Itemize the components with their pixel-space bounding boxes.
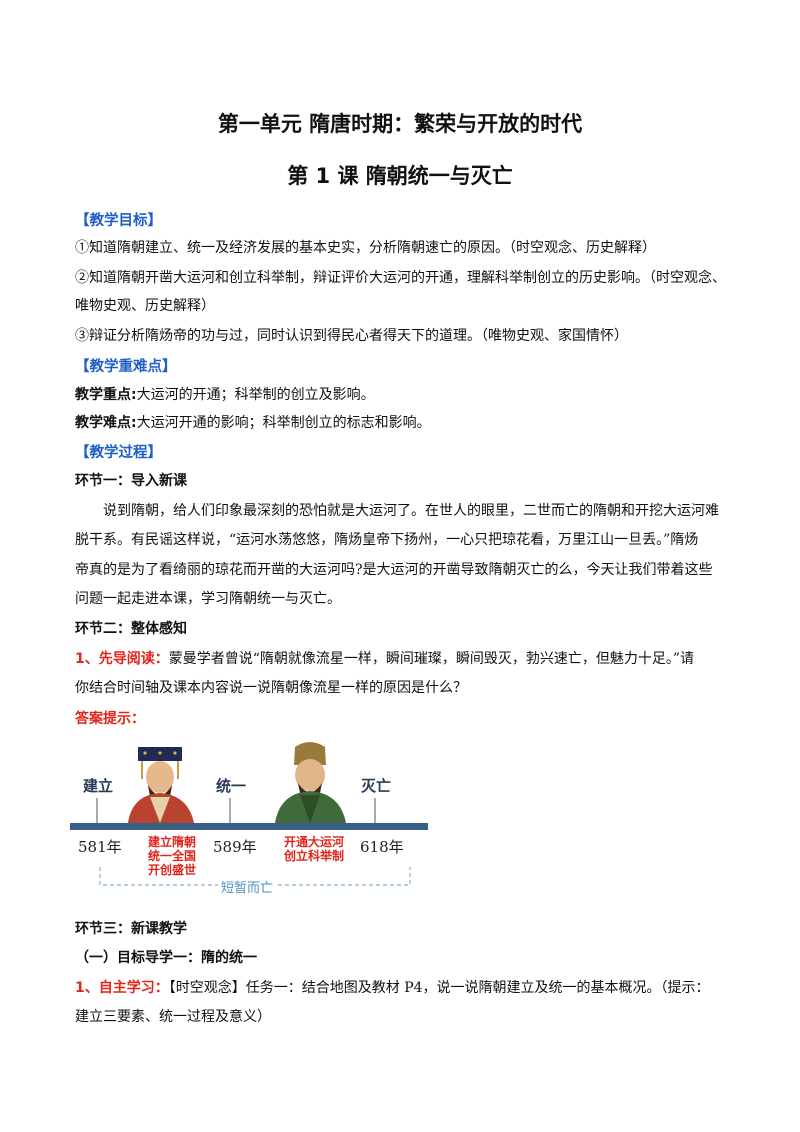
subsection-1-title: （一）目标导学一：隋的统一: [75, 950, 257, 966]
timeline-bracket: [99, 867, 411, 886]
event-found-line-3: 开创盛世: [147, 863, 196, 877]
timeline-year-589: 589年: [213, 838, 257, 856]
timeline-label-found: 建立: [83, 777, 114, 795]
timeline-year-618: 618年: [360, 838, 404, 856]
keypoints-heading: 【教学重难点】: [75, 359, 177, 375]
event-canal-line-2: 创立科举制: [283, 849, 344, 863]
goal-item-2: ②知道隋朝开凿大运河和创立科举制，辩证评价大运河的开通，理解科举制创立的历史影响…: [75, 270, 726, 286]
step2-title: 环节二：整体感知: [75, 621, 187, 637]
event-canal-line-1: 开通大运河: [283, 835, 344, 849]
intro-paragraph-line-1: 说到隋朝，给人们印象最深刻的恐怕就是大运河了。在世人的眼里，二世而亡的隋朝和开挖…: [103, 503, 719, 519]
unit-title: 第一单元 隋唐时期：繁荣与开放的时代: [217, 112, 583, 136]
goals-heading: 【教学目标】: [75, 213, 162, 229]
event-found-line-2: 统一全国: [147, 849, 196, 863]
timeline-graphic: [70, 742, 428, 886]
timeline-event-canal: 开通大运河 创立科举制: [278, 835, 350, 863]
self-study-label: 1、自主学习：: [75, 980, 169, 996]
key-point-label: 教学重点:: [75, 387, 137, 403]
process-heading: 【教学过程】: [75, 445, 162, 461]
preread-line: 1、先导阅读：蒙曼学者曾说“隋朝就像流星一样，瞬间璀璨，瞬间毁灭，勃兴速亡，但魅…: [75, 648, 694, 668]
key-point-text: 大运河的开通；科举制的创立及影响。: [136, 387, 375, 403]
step1-title: 环节一：导入新课: [75, 473, 187, 489]
timeline-label-fall: 灭亡: [361, 777, 392, 795]
timeline-bar: [70, 823, 428, 830]
difficult-point-label: 教学难点:: [75, 415, 137, 431]
preread-line-2: 你结合时间轴及课本内容说一说隋朝像流星一样的原因是什么？: [75, 680, 467, 696]
lesson-title: 第 1 课 隋朝统一与灭亡: [287, 164, 513, 188]
preread-text: 蒙曼学者曾说“隋朝就像流星一样，瞬间璀璨，瞬间毁灭，勃兴速亡，但魅力十足。”请: [168, 651, 695, 667]
intro-paragraph-line-4: 问题一起走进本课，学习隋朝统一与灭亡。: [75, 591, 341, 607]
difficult-point-text: 大运河开通的影响；科举制创立的标志和影响。: [136, 415, 431, 431]
timeline-brief-label: 短暂而亡: [218, 877, 277, 896]
step3-title: 环节三：新课教学: [75, 921, 187, 937]
emperor-portrait-left: [128, 747, 194, 823]
self-study-line: 1、自主学习：【时空观念】任务一：结合地图及教材 P4，说一说隋朝建立及统一的基…: [75, 977, 710, 997]
timeline-year-581: 581年: [78, 838, 122, 856]
timeline-event-found: 建立隋朝 统一全国 开创盛世: [142, 835, 202, 877]
answer-hint-line: 答案提示：: [75, 708, 145, 728]
intro-paragraph-line-3: 帝真的是为了看绮丽的琼花而开凿的大运河吗?是大运河的开凿导致隋朝灭亡的么，今天让…: [75, 562, 713, 578]
intro-paragraph-line-2: 脱干系。有民谣这样说，“运河水荡悠悠，隋炀皇帝下扬州，一心只把琼花看，万里江山一…: [75, 532, 699, 548]
goal-item-3: ③辩证分析隋炀帝的功与过，同时认识到得民心者得天下的道理。（唯物史观、家国情怀）: [75, 328, 628, 344]
preread-label: 1、先导阅读：: [75, 651, 169, 667]
self-study-text: 【时空观念】任务一：结合地图及教材 P4，说一说隋朝建立及统一的基本概况。（提示…: [168, 980, 710, 996]
difficult-point-line: 教学难点:大运河开通的影响；科举制创立的标志和影响。: [75, 412, 431, 432]
answer-hint-label: 答案提示：: [75, 711, 145, 727]
key-point-line: 教学重点:大运河的开通；科举制的创立及影响。: [75, 384, 375, 404]
self-study-line-2: 建立三要素、统一过程及意义）: [75, 1009, 271, 1025]
timeline-figure: 建立 统一 灭亡 581年 589年 618年 建立隋朝 统一全国 开创盛世 开…: [70, 735, 440, 905]
timeline-label-unify: 统一: [216, 777, 247, 795]
goal-item-1: ①知道隋朝建立、统一及经济发展的基本史实，分析隋朝速亡的原因。（时空观念、历史解…: [75, 240, 656, 256]
event-found-line-1: 建立隋朝: [147, 835, 196, 849]
goal-item-2-cont: 唯物史观、历史解释）: [75, 298, 215, 314]
emperor-portrait-right: [275, 742, 346, 823]
